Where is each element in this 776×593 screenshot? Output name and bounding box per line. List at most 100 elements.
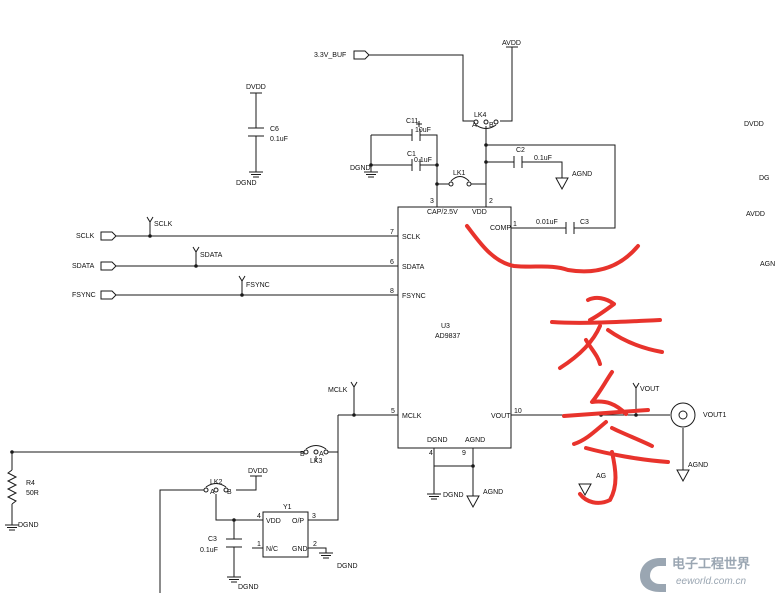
- right-avdd: AVDD: [746, 211, 765, 218]
- lk2-a: A: [210, 489, 215, 496]
- testpoints: SCLK SDATA FSYNC MCLK VOUT: [146, 216, 660, 394]
- pin-mclk-name: MCLK: [402, 413, 422, 420]
- vout1-ref: VOUT1: [703, 412, 726, 419]
- pin-vout-name: VOUT: [491, 413, 511, 420]
- cap-c11: C11 10uF: [406, 118, 431, 141]
- link-lk3: LK3 B A: [300, 445, 329, 465]
- junctions: [10, 143, 638, 522]
- net-sclk-port: SCLK: [76, 233, 95, 240]
- c1-value: 0.1uF: [414, 157, 432, 164]
- pin-comp-num: 1: [513, 221, 517, 228]
- net-agnd-ic: AGND: [483, 489, 503, 496]
- lk1-ref: LK1: [453, 170, 466, 177]
- net-dgnd-c6: DGND: [236, 180, 257, 187]
- pin-mclk-num: 5: [391, 408, 395, 415]
- pin-vout-num: 10: [514, 408, 522, 415]
- pin-vdd-name: VDD: [472, 209, 487, 216]
- cap-c1: C1 0.1uF: [407, 151, 432, 171]
- net-dvdd-y1: DVDD: [248, 468, 268, 475]
- y1-num-vdd: 4: [257, 513, 261, 520]
- c3comp-value: 0.01uF: [536, 219, 558, 226]
- lk3-a: A: [319, 451, 324, 458]
- cap-c6: C6 0.1uF: [248, 126, 288, 143]
- lk4-ref: LK4: [474, 112, 487, 119]
- c2-value: 0.1uF: [534, 155, 552, 162]
- y1-num-gnd: 2: [313, 541, 317, 548]
- pin-vdd-num: 2: [489, 198, 493, 205]
- lk3-ref: LK3: [310, 458, 323, 465]
- c11-ref: C11: [406, 118, 418, 125]
- watermark-logo-icon: [640, 558, 666, 592]
- cap-c2: C2 0.1uF: [513, 147, 552, 168]
- grounds: DGND DGND AGND DGND AGND DGND DGND DGND …: [5, 165, 708, 591]
- y1-num-nc: 1: [257, 541, 261, 548]
- right-dg: DG: [759, 175, 770, 182]
- cap-c3-osc: C3 0.1uF: [200, 536, 242, 554]
- right-dvdd: DVDD: [744, 121, 764, 128]
- net-avdd: AVDD: [502, 40, 521, 47]
- y1-pin-op: O/P: [292, 518, 304, 525]
- net-sdata-port: SDATA: [72, 263, 95, 270]
- y1-pin-vdd: VDD: [266, 518, 281, 525]
- link-lk1: LK1: [448, 170, 472, 187]
- net-agnd-c2: AGND: [572, 171, 592, 178]
- watermark-title: 电子工程世界: [672, 556, 750, 571]
- y1-num-op: 3: [312, 513, 316, 520]
- net-agnd-scribble: AG: [596, 473, 606, 480]
- watermark: 电子工程世界 eeworld.com.cn: [640, 556, 750, 592]
- tp-mclk: MCLK: [328, 387, 348, 394]
- power-labels: AVDD DVDD DVDD: [246, 40, 521, 477]
- tp-vout: VOUT: [640, 386, 660, 393]
- cap-c3-comp: C3 0.01uF: [536, 219, 589, 234]
- wires: [11, 47, 684, 593]
- lk3-b: B: [300, 451, 305, 458]
- pin-cap-name: CAP/2.5V: [427, 209, 458, 216]
- pin-sdata-name: SDATA: [402, 264, 425, 271]
- lk4-b: B: [489, 122, 494, 129]
- tp-sdata: SDATA: [200, 252, 223, 259]
- links: LK1 LK4 A B LK3 B A LK2: [203, 112, 499, 496]
- lk2-b: B: [227, 489, 232, 496]
- pin-sclk-num: 7: [390, 229, 394, 236]
- pin-comp-name: COMP: [490, 225, 511, 232]
- red-scribble-annotation: [465, 224, 670, 505]
- link-lk4: LK4 A B: [472, 112, 499, 129]
- connector-vout1: VOUT1: [670, 402, 726, 428]
- link-lk2: LK2 A B: [203, 479, 232, 496]
- lk2-ref: LK2: [210, 479, 223, 486]
- pin-dgnd-name: DGND: [427, 437, 448, 444]
- net-dgnd-c3b: DGND: [238, 584, 259, 591]
- c2-ref: C2: [516, 147, 525, 154]
- tp-fsync: FSYNC: [246, 282, 270, 289]
- pin-fsync-name: FSYNC: [402, 293, 426, 300]
- net-dgnd-c11: DGND: [350, 165, 371, 172]
- ic-part: AD9837: [435, 333, 460, 340]
- pin-cap-num: 3: [430, 198, 434, 205]
- c1-ref: C1: [407, 151, 416, 158]
- net-dvdd-c6: DVDD: [246, 84, 266, 91]
- pin-sclk-name: SCLK: [402, 234, 421, 241]
- r4-ref: R4: [26, 480, 35, 487]
- tp-sclk: SCLK: [154, 221, 173, 228]
- port-sclk: SCLK: [76, 231, 117, 241]
- right-agn: AGN: [760, 261, 775, 268]
- pin-sdata-num: 6: [390, 259, 394, 266]
- pin-agnd-num: 9: [462, 450, 466, 457]
- c11-value: 10uF: [415, 127, 431, 134]
- y1-pin-nc: N/C: [266, 546, 278, 553]
- y1-pin-gnd: GND: [292, 546, 308, 553]
- c6-ref: C6: [270, 126, 279, 133]
- c3osc-value: 0.1uF: [200, 547, 218, 554]
- watermark-site: eeworld.com.cn: [676, 576, 746, 587]
- port-3v3-buf: 3.3V_BUF: [314, 50, 370, 60]
- capacitors: C6 0.1uF C11 10uF C1 0.1uF C2 0.1uF C3 0…: [200, 118, 589, 554]
- right-edge-labels: DVDD DG AVDD AGN: [744, 121, 775, 268]
- net-3v3-buf: 3.3V_BUF: [314, 52, 346, 59]
- oscillator-y1: Y1 VDD 4 O/P 3 N/C 1 GND 2: [257, 504, 317, 558]
- ic-ref: U3: [441, 323, 450, 330]
- c6-value: 0.1uF: [270, 136, 288, 143]
- pin-fsync-num: 8: [390, 288, 394, 295]
- net-agnd-vout1: AGND: [688, 462, 708, 469]
